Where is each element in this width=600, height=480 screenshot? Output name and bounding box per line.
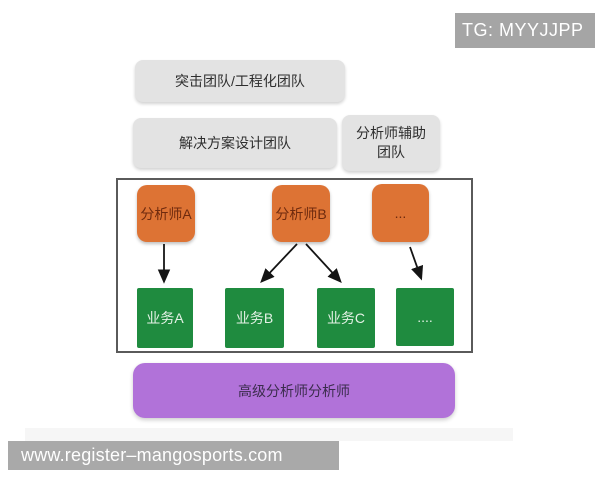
node-analyst-a-label: 分析师A <box>140 205 192 222</box>
senior-analyst-label: 高级分析师分析师 <box>238 382 350 399</box>
faint-strip <box>25 428 513 441</box>
senior-analyst-box: 高级分析师分析师 <box>133 363 455 418</box>
team-strike-label: 突击团队/工程化团队 <box>175 72 305 89</box>
node-analyst-ellipsis-label: ... <box>394 205 407 221</box>
footer-website-text: www.register–mangosports.com <box>21 445 283 465</box>
node-business-a-label: 业务A <box>146 310 184 326</box>
node-analyst-b: 分析师B <box>272 185 330 242</box>
node-analyst-b-label: 分析师B <box>275 205 327 222</box>
node-business-ellipsis: .... <box>396 288 454 346</box>
analyst-business-cluster <box>116 178 473 353</box>
node-analyst-ellipsis: ... <box>372 184 429 242</box>
node-business-a: 业务A <box>137 288 193 348</box>
node-business-ellipsis-label: .... <box>417 309 433 325</box>
team-assist-label: 分析师辅助团队 <box>356 125 426 160</box>
footer-watermark-bar: www.register–mangosports.com <box>8 441 339 470</box>
node-business-b: 业务B <box>225 288 284 348</box>
node-business-b-label: 业务B <box>235 310 274 326</box>
team-box-strike: 突击团队/工程化团队 <box>135 60 345 102</box>
node-business-c: 业务C <box>317 288 375 348</box>
team-solution-label: 解决方案设计团队 <box>179 134 291 151</box>
team-box-assist: 分析师辅助团队 <box>342 115 440 171</box>
tg-badge: TG: MYYJJPP <box>455 13 595 48</box>
node-analyst-a: 分析师A <box>137 185 195 242</box>
team-box-solution: 解决方案设计团队 <box>133 118 337 168</box>
node-business-c-label: 业务C <box>326 310 366 326</box>
tg-badge-text: TG: MYYJJPP <box>462 20 584 40</box>
